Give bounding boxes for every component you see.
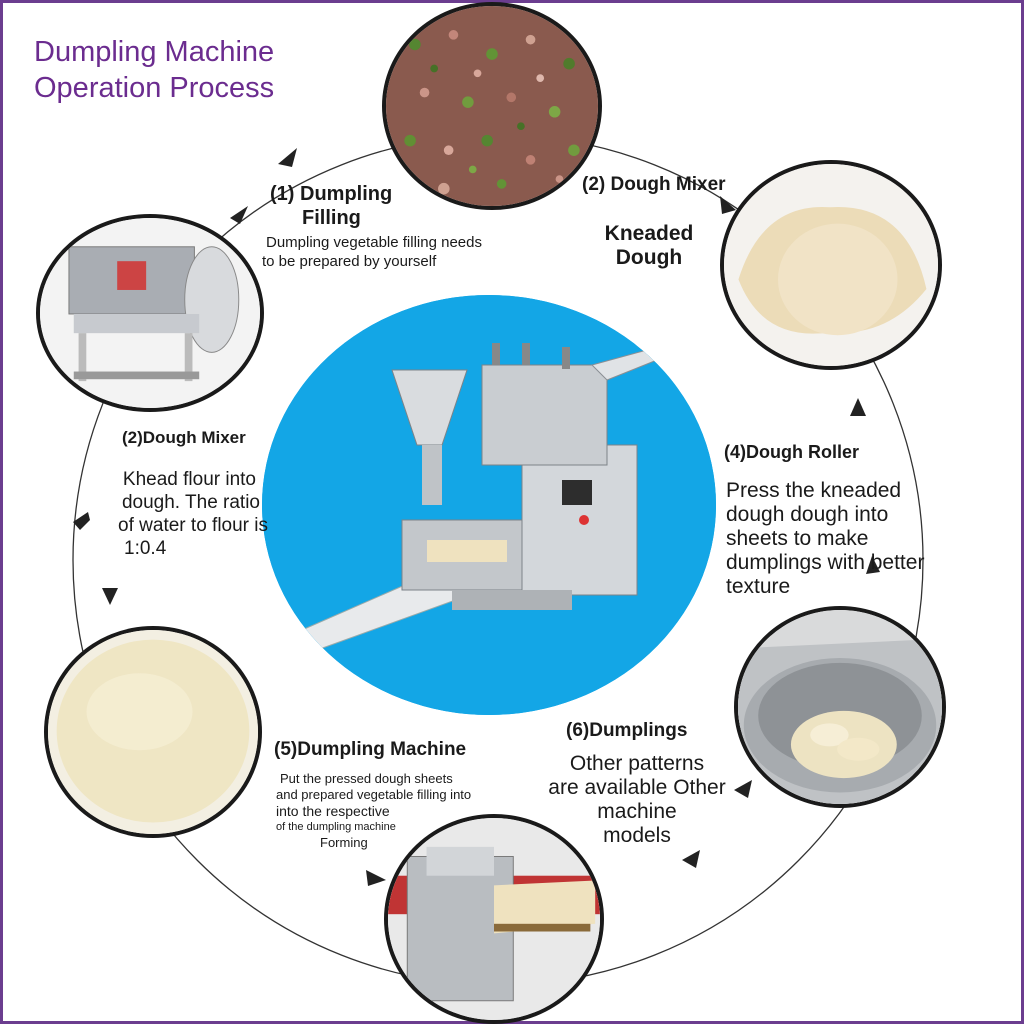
center-machine-photo [262, 295, 716, 715]
kneaded-caption-line: Dough [615, 246, 683, 269]
filling-label: (1) Dumpling Filling [270, 182, 392, 230]
mixer-desc-line: of water to flour is [118, 515, 268, 536]
page-title: Dumpling Machine Operation Process [34, 34, 354, 106]
dumplings-bowl-photo [734, 606, 946, 808]
dough-roller-description: Press the kneaded dough dough into sheet… [726, 479, 966, 599]
filling-label-line: (1) Dumpling [270, 183, 393, 205]
roller-desc-line: Press the kneaded [726, 479, 902, 502]
filling-photo [382, 2, 602, 210]
dumplings-description: Other patterns are available Other machi… [530, 752, 744, 848]
dough-mixer-left-label: (2)Dough Mixer [122, 428, 246, 447]
filling-description: Dumpling vegetable filling needs to be p… [262, 233, 482, 271]
machine-desc-line: and prepared vegetable filling into [276, 787, 472, 802]
roller-desc-line: dumplings with better [726, 551, 925, 574]
mixer-desc-line: Khead flour into [122, 469, 256, 490]
title-line: Operation Process [34, 72, 275, 104]
kneaded-dough-photo [720, 160, 942, 370]
roller-desc-line: dough dough into [726, 503, 889, 526]
mixer-desc-line: dough. The ratio [121, 492, 260, 513]
arrow-icon [850, 398, 866, 416]
dough-ball-photo [44, 626, 262, 838]
filling-label-line: Filling [302, 207, 361, 229]
dumpling-machine-description: Put the pressed dough sheets and prepare… [276, 771, 526, 851]
machine-forming-photo [384, 814, 604, 1024]
machine-desc-line: Forming [320, 835, 368, 850]
dumplings-desc-line: are available Other [548, 776, 726, 799]
kneaded-caption-line: Kneaded [604, 222, 694, 245]
filling-desc-line: to be prepared by yourself [262, 253, 437, 270]
arrow-icon [866, 556, 880, 574]
dumplings-label: (6)Dumplings [566, 720, 688, 741]
arrow-icon [278, 148, 297, 167]
mixer-desc-line: 1:0.4 [124, 538, 167, 559]
machine-desc-line: of the dumpling machine [276, 821, 396, 833]
dough-mixer-top-label: (2) Dough Mixer [582, 174, 726, 195]
arrow-icon [102, 588, 118, 605]
dumplings-desc-line: Other patterns [569, 752, 705, 775]
arrow-icon [720, 196, 736, 214]
machine-desc-line: into the respective [276, 803, 390, 819]
machine-desc-line: Put the pressed dough sheets [280, 771, 453, 786]
arrow-icon [230, 206, 248, 224]
dough-mixer-description: Khead flour into dough. The ratio of wat… [88, 468, 268, 560]
arrow-icon [73, 512, 90, 530]
dumplings-desc-line: machine [597, 800, 677, 823]
dough-mixer-photo [36, 214, 264, 412]
arrow-icon [366, 870, 386, 886]
dumplings-desc-line: models [603, 824, 671, 847]
kneaded-dough-caption: Kneaded Dough [588, 222, 710, 270]
roller-desc-line: sheets to make [726, 527, 869, 550]
dough-roller-label: (4)Dough Roller [724, 442, 859, 462]
arrow-icon [734, 780, 752, 798]
title-line: Dumpling Machine [34, 36, 275, 68]
dumpling-machine-label: (5)Dumpling Machine [274, 739, 467, 760]
roller-desc-line: texture [726, 575, 791, 598]
arrow-icon [682, 850, 700, 868]
filling-desc-line: Dumpling vegetable filling needs [266, 234, 482, 251]
